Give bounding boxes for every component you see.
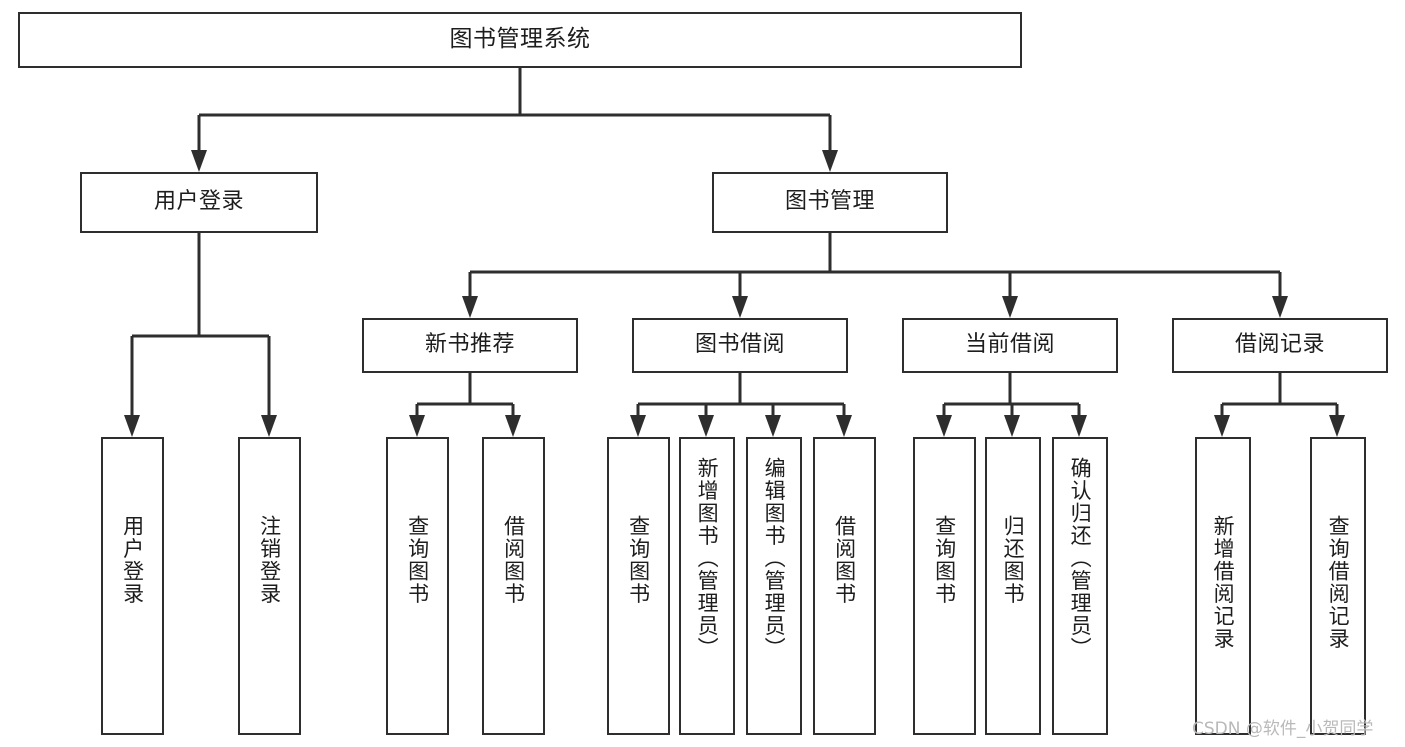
arrowhead-level1-0 xyxy=(191,150,207,172)
arrowhead-leaf-1-1 xyxy=(505,415,521,437)
node-root-label: 图书管理系统 xyxy=(449,26,591,53)
arrowhead-leaf-4-0 xyxy=(1214,415,1230,437)
node-leaf_query_book_1-label: 查询图书 xyxy=(405,515,430,605)
node-leaf_borrow_book_2[interactable]: 借阅图书 xyxy=(813,437,876,735)
node-leaf_borrow_book_1[interactable]: 借阅图书 xyxy=(482,437,545,735)
node-new_book_rec-label: 新书推荐 xyxy=(424,332,515,358)
arrowhead-leaf-3-0 xyxy=(936,415,952,437)
arrowhead-leaf-3-1 xyxy=(1004,415,1020,437)
node-leaf_add_book[interactable]: 新增图书（管理员） xyxy=(679,437,735,735)
node-leaf_user_logout-label: 注销登录 xyxy=(257,515,282,605)
arrowhead-leaf-4-1 xyxy=(1329,415,1345,437)
node-borrow_record-label: 借阅记录 xyxy=(1234,332,1325,358)
arrowhead-leaf-1-0 xyxy=(409,415,425,437)
node-leaf_add_record-label: 新增借阅记录 xyxy=(1211,515,1236,650)
node-leaf_query_book_3[interactable]: 查询图书 xyxy=(913,437,976,735)
node-root[interactable]: 图书管理系统 xyxy=(18,12,1022,68)
arrowhead-leaf-2-1 xyxy=(698,415,714,437)
node-user_login-label: 用户登录 xyxy=(153,189,244,215)
node-book_borrow[interactable]: 图书借阅 xyxy=(632,318,848,373)
arrowhead-level2-3 xyxy=(1272,296,1288,318)
node-borrow_record[interactable]: 借阅记录 xyxy=(1172,318,1388,373)
arrowhead-level2-1 xyxy=(732,296,748,318)
node-current_borrow[interactable]: 当前借阅 xyxy=(902,318,1118,373)
node-leaf_borrow_book_1-label: 借阅图书 xyxy=(501,515,526,605)
node-book_borrow-label: 图书借阅 xyxy=(694,332,785,358)
node-leaf_query_book_2-label: 查询图书 xyxy=(626,515,651,605)
node-leaf_query_record[interactable]: 查询借阅记录 xyxy=(1310,437,1366,735)
arrowhead-leaf-0-0 xyxy=(124,415,140,437)
arrowhead-level1-1 xyxy=(822,150,838,172)
node-leaf_borrow_book_2-label: 借阅图书 xyxy=(832,515,857,605)
arrowhead-leaf-0-1 xyxy=(261,415,277,437)
arrowhead-leaf-2-0 xyxy=(630,415,646,437)
node-leaf_query_book_1[interactable]: 查询图书 xyxy=(386,437,449,735)
node-leaf_user_login-label: 用户登录 xyxy=(120,515,145,605)
node-new_book_rec[interactable]: 新书推荐 xyxy=(362,318,578,373)
csdn-watermark: CSDN @软件_小贺同学 xyxy=(1192,719,1374,739)
node-leaf_user_login[interactable]: 用户登录 xyxy=(101,437,164,735)
node-current_borrow-label: 当前借阅 xyxy=(964,332,1055,358)
node-user_login[interactable]: 用户登录 xyxy=(80,172,318,233)
node-leaf_add_record[interactable]: 新增借阅记录 xyxy=(1195,437,1251,735)
arrowhead-level2-0 xyxy=(462,296,478,318)
node-leaf_return_book[interactable]: 归还图书 xyxy=(985,437,1041,735)
node-leaf_user_logout[interactable]: 注销登录 xyxy=(238,437,301,735)
node-leaf_query_book_2[interactable]: 查询图书 xyxy=(607,437,670,735)
node-leaf_add_book-label: 新增图书（管理员） xyxy=(695,457,720,660)
node-book_manage[interactable]: 图书管理 xyxy=(712,172,948,233)
node-leaf_confirm_return-label: 确认归还（管理员） xyxy=(1068,457,1093,660)
node-leaf_confirm_return[interactable]: 确认归还（管理员） xyxy=(1052,437,1108,735)
node-book_manage-label: 图书管理 xyxy=(784,189,875,215)
arrowhead-level2-2 xyxy=(1002,296,1018,318)
node-leaf_query_record-label: 查询借阅记录 xyxy=(1326,515,1351,650)
arrowhead-leaf-3-2 xyxy=(1071,415,1087,437)
arrowhead-leaf-2-2 xyxy=(765,415,781,437)
node-leaf_return_book-label: 归还图书 xyxy=(1001,515,1026,605)
arrowhead-leaf-2-3 xyxy=(836,415,852,437)
node-leaf_query_book_3-label: 查询图书 xyxy=(932,515,957,605)
node-leaf_edit_book[interactable]: 编辑图书（管理员） xyxy=(746,437,802,735)
node-leaf_edit_book-label: 编辑图书（管理员） xyxy=(762,457,787,660)
